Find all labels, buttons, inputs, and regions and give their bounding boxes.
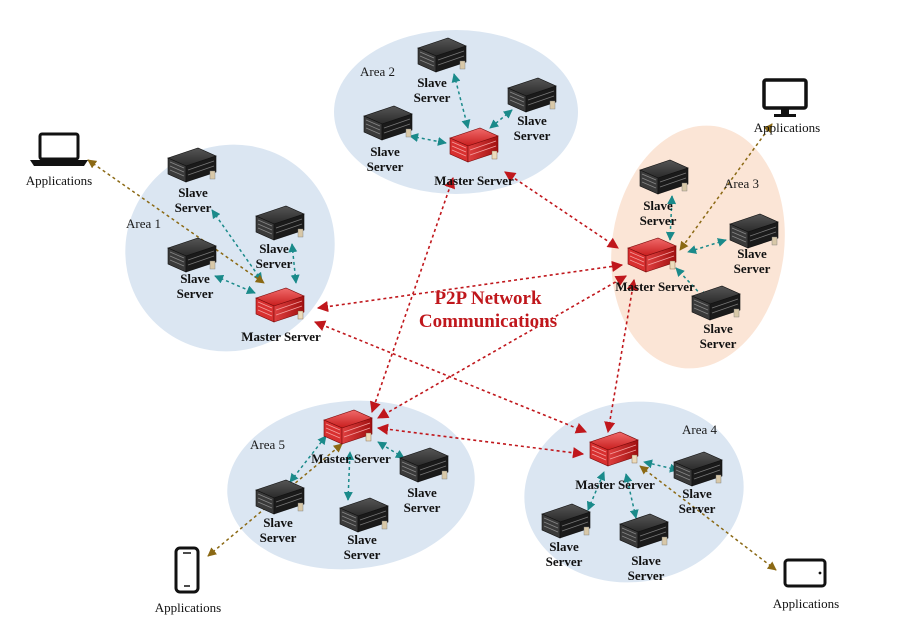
app-label-tablet: Applications [773, 596, 839, 611]
slave-link [489, 109, 513, 129]
p2p-link-3-4 [604, 278, 638, 434]
slave-link [586, 471, 606, 511]
smartphone-icon [174, 546, 200, 594]
master-server-label: Master Server [615, 279, 695, 294]
p2p-links [313, 171, 638, 459]
p2p-link-5-4 [376, 423, 585, 459]
master-server-label: Master Server [241, 329, 321, 344]
app-link-tablet [639, 465, 777, 571]
application-links [87, 123, 777, 571]
area-4-label: Area 4 [682, 422, 718, 437]
app-link-monitor [679, 123, 773, 251]
monitor-icon [762, 78, 808, 117]
area-1-region [125, 144, 335, 352]
slave-link [665, 195, 677, 241]
master-server-label: Master Server [575, 477, 655, 492]
p2p-link-2-3 [504, 171, 619, 249]
slave-link [409, 133, 447, 146]
app-label-monitor: Applications [754, 120, 820, 135]
app-label-laptop: Applications [26, 173, 92, 188]
master-server-label: Master Server [434, 173, 514, 188]
p2p-link-1-4 [313, 320, 588, 434]
slave-link [288, 243, 300, 284]
app-label-smartphone: Applications [155, 600, 221, 615]
area-3-region [611, 125, 785, 369]
area-5-label: Area 5 [250, 437, 285, 452]
app-link-smartphone [207, 443, 343, 557]
area-1-label: Area 1 [126, 216, 161, 231]
slave-link [377, 441, 405, 459]
area-2-label: Area 2 [360, 64, 395, 79]
master-server-labels: Master Server Master Server Master Serve… [241, 173, 695, 492]
tablet-icon [783, 558, 827, 588]
slave-link [623, 473, 639, 519]
area-3-label: Area 3 [724, 176, 759, 191]
area-labels: Area 1 Area 2 Area 3 Area 4 Area 5 [126, 64, 759, 452]
slave-link [343, 451, 355, 501]
master-server-label: Master Server [311, 451, 391, 466]
laptop-icon [30, 132, 88, 166]
